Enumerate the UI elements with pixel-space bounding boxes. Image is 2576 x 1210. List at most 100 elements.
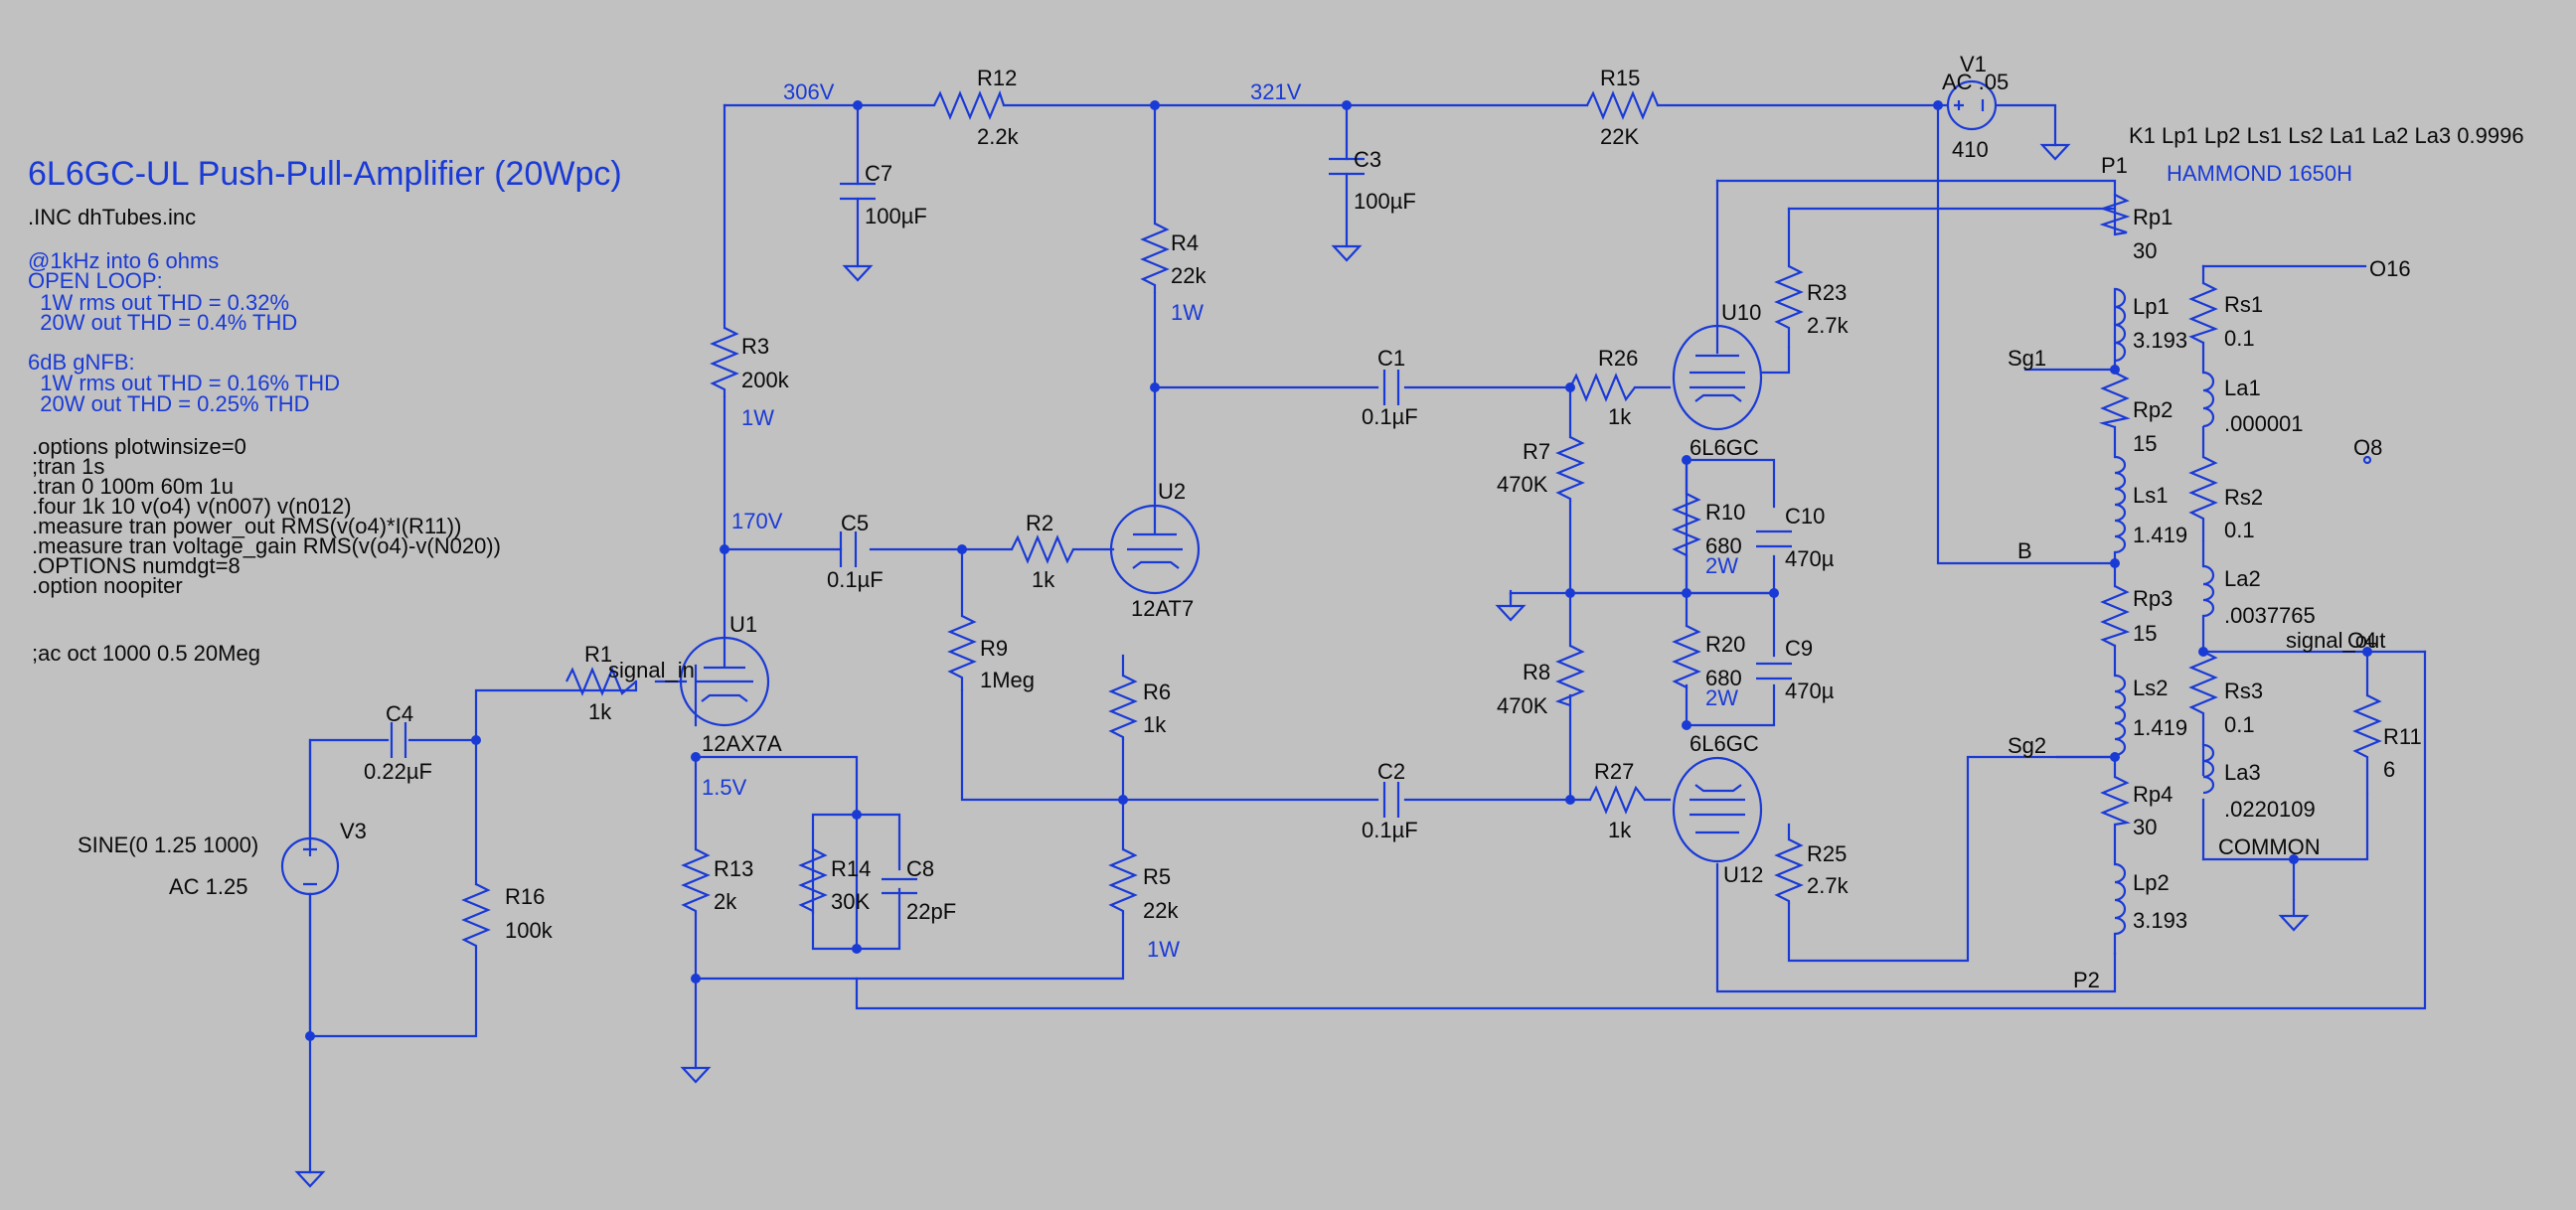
label-r5-power: 1W <box>1147 937 1180 962</box>
capacitor-c3[interactable] <box>1329 157 1365 176</box>
resistor-r10[interactable] <box>1672 493 1701 556</box>
label-rs3-value: 0.1 <box>2224 712 2255 737</box>
directive-line[interactable]: .measure tran power_out RMS(v(o4)*I(R11)… <box>32 514 461 538</box>
label-r10-power: 2W <box>1705 553 1738 578</box>
resistor-r8[interactable] <box>1554 645 1585 707</box>
resistor-r5[interactable] <box>1108 848 1138 914</box>
label-r9-value: 1Meg <box>980 668 1035 692</box>
resistor-r20[interactable] <box>1672 625 1701 689</box>
directive-line[interactable]: ;tran 1s <box>32 454 104 479</box>
capacitor-c8[interactable] <box>882 877 917 895</box>
label-c2-name: C2 <box>1377 759 1405 784</box>
resistor-rs3[interactable] <box>2188 651 2218 745</box>
ac-directive[interactable]: ;ac oct 1000 0.5 20Meg <box>32 641 260 666</box>
inductor-lp1[interactable] <box>2114 287 2127 363</box>
ground-c3 <box>1331 244 1363 262</box>
capacitor-c9[interactable] <box>1756 662 1792 681</box>
resistor-r9[interactable] <box>947 615 977 690</box>
capacitor-c4[interactable] <box>390 722 407 758</box>
label-u1-value: 12AX7A <box>702 731 782 756</box>
label-u12-name: U12 <box>1723 862 1763 887</box>
label-c7-value: 100µF <box>865 204 927 228</box>
label-r16-value: 100k <box>505 918 554 943</box>
label-c4-value: 0.22µF <box>364 759 432 784</box>
node-321v: 321V <box>1250 79 1302 104</box>
capacitor-c7[interactable] <box>840 182 876 201</box>
label-r4-value: 22k <box>1171 263 1207 288</box>
open-loop-notes: @1kHz into 6 ohms OPEN LOOP: 1W rms out … <box>28 248 297 335</box>
resistor-rp1[interactable] <box>2099 194 2131 236</box>
tube-u10[interactable] <box>1672 324 1763 431</box>
resistor-r6[interactable] <box>1108 675 1138 740</box>
label-r1-name: R1 <box>584 642 612 667</box>
resistor-r4[interactable] <box>1140 223 1170 293</box>
label-rp4-name: Rp4 <box>2133 782 2173 807</box>
directive-line[interactable]: .measure tran voltage_gain RMS(v(o4)-v(N… <box>32 533 501 558</box>
spice-directives[interactable]: .options plotwinsize=0 ;tran 1s .tran 0 … <box>32 434 501 598</box>
junction-dots <box>305 100 2372 1041</box>
directive-line[interactable]: .OPTIONS numdgt=8 <box>32 553 241 578</box>
inductor-la3[interactable] <box>2202 743 2215 795</box>
label-r26-value: 1k <box>1608 404 1632 429</box>
directive-line[interactable]: .option noopiter <box>32 573 183 598</box>
label-rp3-name: Rp3 <box>2133 586 2173 611</box>
label-r12-value: 2.2k <box>977 124 1020 149</box>
inductor-lp2[interactable] <box>2114 862 2127 936</box>
label-rs1-name: Rs1 <box>2224 292 2263 317</box>
resistor-r7[interactable] <box>1555 436 1585 502</box>
resistor-r27[interactable] <box>1589 785 1646 815</box>
label-r8-value: 470K <box>1497 693 1548 718</box>
capacitor-c10[interactable] <box>1756 529 1792 548</box>
resistor-rs1[interactable] <box>2188 282 2219 344</box>
tube-u1[interactable] <box>679 636 770 727</box>
capacitor-c1[interactable] <box>1382 370 1400 405</box>
directive-line[interactable]: .options plotwinsize=0 <box>32 434 246 459</box>
label-la2-value: .0037765 <box>2224 603 2316 628</box>
tube-u2[interactable] <box>1109 504 1201 595</box>
include-directive: .INC dhTubes.inc <box>28 205 196 229</box>
label-r27-value: 1k <box>1608 818 1632 842</box>
label-c1-value: 0.1µF <box>1362 404 1418 429</box>
resistor-r11[interactable] <box>2352 694 2382 795</box>
label-ls2-value: 1.419 <box>2133 715 2187 740</box>
tube-u12[interactable] <box>1672 756 1763 863</box>
transformer-label: HAMMOND 1650H <box>2167 161 2352 186</box>
capacitor-c2[interactable] <box>1382 782 1400 818</box>
resistor-r1[interactable] <box>565 667 637 696</box>
resistor-rs2[interactable] <box>2188 456 2218 541</box>
resistor-r26[interactable] <box>1569 373 1636 402</box>
coupling-directive[interactable]: K1 Lp1 Lp2 Ls1 Ls2 La1 La2 La3 0.9996 <box>2129 123 2524 148</box>
ground-c7 <box>842 264 874 282</box>
resistor-rp4[interactable] <box>2100 776 2131 827</box>
resistor-r14[interactable] <box>798 848 828 914</box>
resistor-r23[interactable] <box>1774 265 1804 348</box>
label-r3-name: R3 <box>741 334 769 359</box>
resistor-r3[interactable] <box>710 327 739 397</box>
label-c8-name: C8 <box>906 856 934 881</box>
voltage-source-v3[interactable] <box>280 738 340 1038</box>
label-la3-value: .0220109 <box>2224 797 2316 822</box>
resistor-r12[interactable] <box>933 89 1006 120</box>
label-u1-name: U1 <box>729 612 757 637</box>
capacitor-c5[interactable] <box>839 531 858 567</box>
resistor-r25[interactable] <box>1774 838 1804 904</box>
inductor-ls2[interactable] <box>2114 674 2127 757</box>
resistor-rp3[interactable] <box>2100 585 2131 647</box>
resistor-r13[interactable] <box>681 848 711 914</box>
directive-line[interactable]: .four 1k 10 v(o4) v(n007) v(n012) <box>32 494 352 519</box>
ground-v3 <box>294 1170 326 1188</box>
label-c4-name: C4 <box>386 701 413 726</box>
inductor-la1[interactable] <box>2202 371 2215 428</box>
resistor-r16[interactable] <box>461 883 491 949</box>
resistor-rp2[interactable] <box>2098 372 2131 429</box>
directive-line[interactable]: .tran 0 100m 60m 1u <box>32 474 234 499</box>
label-c9-name: C9 <box>1785 636 1813 661</box>
inductor-la2[interactable] <box>2202 564 2215 618</box>
note-line: 1W rms out THD = 0.32% <box>28 290 289 315</box>
label-ls2-name: Ls2 <box>2133 676 2168 700</box>
resistor-r2[interactable] <box>1011 534 1074 564</box>
voltage-source-v1[interactable] <box>1946 79 1998 131</box>
resistor-r15[interactable] <box>1586 90 1660 120</box>
inductor-ls1[interactable] <box>2114 455 2127 554</box>
